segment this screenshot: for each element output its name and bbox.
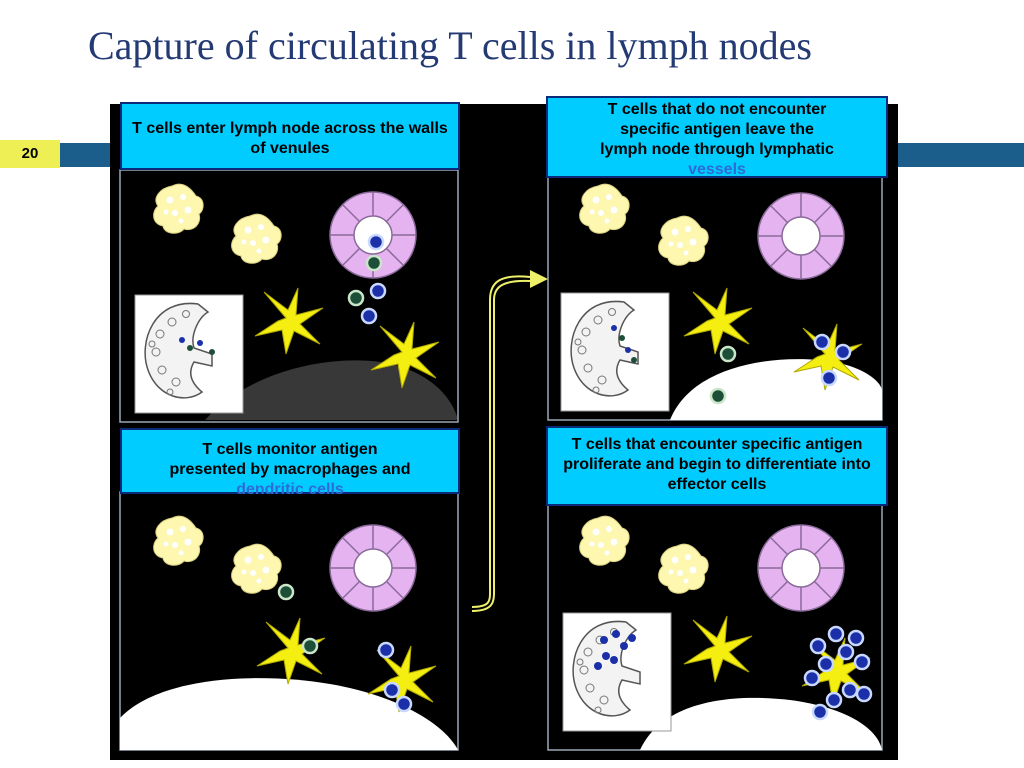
lymphatic-vessel-icon <box>120 678 458 750</box>
macrophage-icon <box>658 215 709 266</box>
venule-icon <box>329 524 417 612</box>
t-cell-icon <box>367 233 385 251</box>
t-cell-icon <box>277 583 295 601</box>
header-bar-right <box>880 143 1024 167</box>
caption-top-left-text: T cells enter lymph node across the wall… <box>132 120 448 157</box>
caption-top-left: T cells enter lymph node across the wall… <box>120 102 460 170</box>
t-cell-icon <box>377 641 395 659</box>
t-cell-icon <box>811 703 829 721</box>
dendritic-cell-icon <box>254 287 324 355</box>
t-cell-icon <box>365 254 383 272</box>
t-cell-icon <box>709 387 727 405</box>
t-cell-icon <box>803 669 821 687</box>
t-cell-icon <box>837 643 855 661</box>
t-cell-icon <box>360 307 378 325</box>
t-cell-icon <box>820 369 838 387</box>
macrophage-icon <box>153 183 204 234</box>
t-cell-icon <box>827 625 845 643</box>
t-cell-icon <box>383 681 401 699</box>
panel-bottom-left <box>120 515 458 750</box>
venule-icon <box>757 524 845 612</box>
venule-icon <box>757 192 845 280</box>
t-cell-icon <box>347 289 365 307</box>
caption-bottom-left: T cells monitor antigen presented by mac… <box>120 428 460 498</box>
t-cell-icon <box>853 653 871 671</box>
t-cell-icon <box>825 691 843 709</box>
lymphatic-vessel-icon <box>640 697 882 750</box>
macrophage-icon <box>153 515 204 566</box>
macrophage-icon <box>658 543 709 594</box>
t-cell-icon <box>369 282 387 300</box>
t-cell-icon <box>817 655 835 673</box>
t-cell-icon <box>301 637 319 655</box>
panel-top-right <box>560 183 882 420</box>
caption-top-right-line-2: specific antigen leave the <box>620 121 814 138</box>
caption-bottom-right-text: T cells that encounter specific antigen … <box>563 436 871 493</box>
caption-top-right: T cells that do not encounter specific a… <box>546 96 888 178</box>
macrophage-icon <box>231 543 282 594</box>
curved-arrow-icon <box>471 270 548 612</box>
macrophage-icon <box>579 515 630 566</box>
dendritic-cell-icon <box>683 287 753 355</box>
caption-bottom-left-line-3: dendritic cells <box>236 481 344 498</box>
caption-bottom-right: T cells that encounter specific antigen … <box>546 426 888 506</box>
caption-bottom-left-line-1: T cells monitor antigen <box>202 441 378 458</box>
lymphatic-stipple-icon <box>205 360 458 420</box>
macrophage-icon <box>231 213 282 264</box>
t-cell-icon <box>841 681 859 699</box>
t-cell-icon <box>813 333 831 351</box>
caption-top-right-line-3: lymph node through lymphatic <box>600 141 834 158</box>
t-cell-icon <box>847 629 865 647</box>
caption-bottom-left-line-2: presented by macrophages and <box>169 461 411 478</box>
t-cell-icon <box>809 637 827 655</box>
caption-top-right-line-1: T cells that do not encounter <box>607 101 827 118</box>
lymphatic-vessel-icon <box>670 359 882 420</box>
macrophage-icon <box>579 183 630 234</box>
t-cell-icon <box>395 695 413 713</box>
slide-number: 20 <box>0 140 60 168</box>
slide-title: Capture of circulating T cells in lymph … <box>88 23 812 68</box>
dendritic-cell-icon <box>683 615 753 683</box>
t-cell-icon <box>834 343 852 361</box>
panel-top-left <box>134 183 458 420</box>
t-cell-icon <box>719 345 737 363</box>
t-cell-icon <box>855 685 873 703</box>
lymph-node-icon <box>560 292 670 412</box>
panel-frame-top-left <box>119 169 459 423</box>
lymph-node-icon <box>134 294 244 414</box>
caption-top-right-line-4: vessels <box>688 161 746 178</box>
panel-bottom-right <box>562 515 882 750</box>
